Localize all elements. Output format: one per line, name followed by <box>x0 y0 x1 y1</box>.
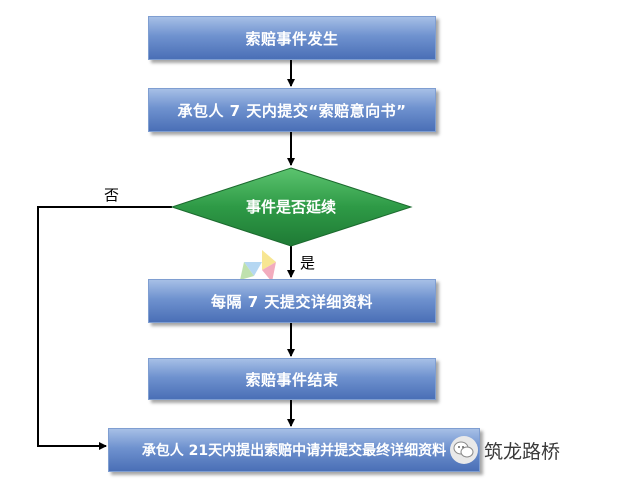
node-periodic: 每隔 7 天提交详细资料 <box>148 279 436 323</box>
node-final-label: 承包人 21天内提出索赔中请并提交最终详细资料 <box>141 443 447 459</box>
watermark-text: 筑龙路桥 <box>484 441 561 463</box>
edge-label-yes: 是 <box>300 254 316 272</box>
node-notice-label: 承包人 7 天内提交“索赔意向书” <box>177 101 407 120</box>
node-periodic-label: 每隔 7 天提交详细资料 <box>211 292 373 311</box>
node-final: 承包人 21天内提出索赔中请并提交最终详细资料 <box>108 428 480 472</box>
watermark: 筑龙路桥 <box>450 434 600 466</box>
node-notice: 承包人 7 天内提交“索赔意向书” <box>148 88 436 132</box>
edge-label-no: 否 <box>104 186 120 204</box>
watermark-logo-icon <box>240 250 276 282</box>
node-claim-start-label: 索赔事件发生 <box>245 29 339 48</box>
decision-label: 事件是否延续 <box>246 198 336 216</box>
node-claim-end-label: 索赔事件结束 <box>245 370 339 389</box>
node-claim-start: 索赔事件发生 <box>148 16 436 60</box>
decision-diamond <box>170 167 413 247</box>
wechat-icon <box>450 436 478 464</box>
connector-no-branch <box>37 206 172 450</box>
node-claim-end: 索赔事件结束 <box>148 358 436 400</box>
